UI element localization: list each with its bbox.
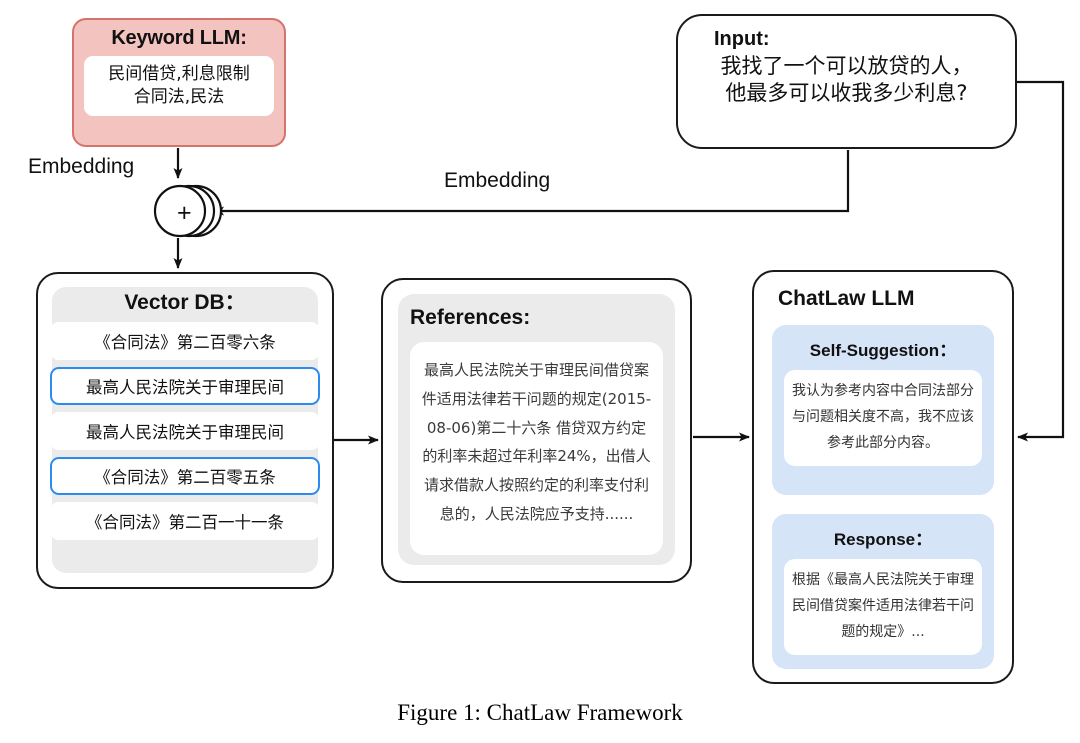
list-item[interactable]: 《合同法》第二百零六条 [50,322,320,360]
input-question: 我找了一个可以放贷的人， 他最多可以收我多少利息? [678,53,1015,108]
list-item[interactable]: 《合同法》第二百零五条 [50,457,320,495]
self-suggestion-body: 我认为参考内容中合同法部分与问题相关度不高，我不应该参考此部分内容。 [784,370,982,466]
chatlaw-llm-title: ChatLaw LLM [778,287,915,310]
self-suggestion-block: Self-Suggestion： 我认为参考内容中合同法部分与问题相关度不高，我… [772,325,994,495]
list-item[interactable]: 最高人民法院关于审理民间 [50,367,320,405]
input-line-1: 我找了一个可以放贷的人， [720,54,973,78]
self-suggestion-title: Self-Suggestion： [809,341,957,360]
plus-symbol: + [177,199,192,227]
list-item[interactable]: 最高人民法院关于审理民间 [50,412,320,450]
chatlaw-llm-card: ChatLaw LLM Self-Suggestion： 我认为参考内容中合同法… [752,270,1014,684]
references-title: References: [410,306,531,329]
keyword-line-1: 民间借贷,利息限制 [108,64,250,84]
keyword-line-2: 合同法,民法 [133,86,225,107]
response-block: Response： 根据《最高人民法院关于审理民间借贷案件适用法律若干问题的规定… [772,514,994,669]
vector-db-title: Vector DB： [124,291,246,314]
sum-node: + [150,183,234,241]
figure-caption: Figure 1: ChatLaw Framework [397,700,683,725]
vector-db-card: Vector DB： 《合同法》第二百零六条 最高人民法院关于审理民间 最高人民… [36,272,334,589]
wire-input-to-chatlaw [1017,80,1065,442]
input-card: Input: 我找了一个可以放贷的人， 他最多可以收我多少利息? [676,14,1017,149]
response-title: Response： [833,530,933,549]
vector-db-list: 《合同法》第二百零六条 最高人民法院关于审理民间 最高人民法院关于审理民间 《合… [50,322,320,547]
keyword-llm-keywords: 民间借贷,利息限制 合同法,民法 [84,56,274,117]
embedding-label-right: Embedding [444,169,551,192]
input-title: Input: [714,28,770,50]
references-body: 最高人民法院关于审理民间借贷案件适用法律若干问题的规定(2015-08-06)第… [410,342,663,555]
embedding-label-left: Embedding [28,155,135,178]
keyword-llm-card: Keyword LLM: 民间借贷,利息限制 合同法,民法 [72,18,286,147]
keyword-llm-title: Keyword LLM: [111,27,247,49]
references-card: References: 最高人民法院关于审理民间借贷案件适用法律若干问题的规定(… [381,278,692,583]
list-item[interactable]: 《合同法》第二百一十一条 [50,502,320,540]
response-body: 根据《最高人民法院关于审理民间借贷案件适用法律若干问题的规定》... [784,559,982,655]
input-line-2: 他最多可以收我多少利息? [725,81,968,106]
